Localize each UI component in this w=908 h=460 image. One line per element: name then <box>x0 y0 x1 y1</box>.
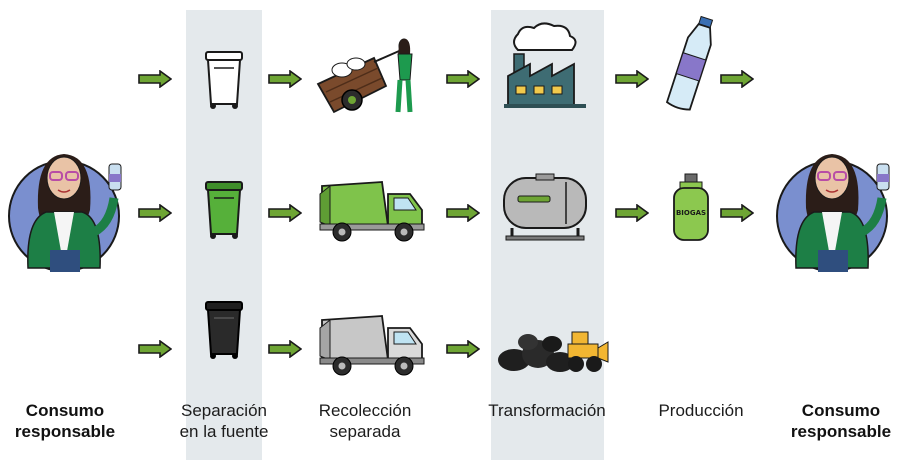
flow-arrow <box>138 70 172 88</box>
factory-icon <box>500 20 590 112</box>
plastic-bottle-icon <box>664 14 720 114</box>
flow-arrow <box>268 204 302 222</box>
flow-arrow <box>615 204 649 222</box>
label-transformacion: Transformación <box>472 400 622 421</box>
label-line: responsable <box>14 422 116 441</box>
label-line: Consumo <box>25 401 105 420</box>
flow-arrow <box>615 70 649 88</box>
landfill-bulldozer-icon <box>494 318 610 374</box>
label-line: Consumo <box>801 401 881 420</box>
label-line: responsable <box>790 422 892 441</box>
label-separacion: Separación en la fuente <box>160 400 288 442</box>
label-consumo-right: Consumo responsable <box>776 400 906 442</box>
label-line: Recolección <box>318 401 412 420</box>
label-consumo-left: Consumo responsable <box>0 400 130 442</box>
label-produccion: Producción <box>636 400 766 421</box>
green-trash-bin-icon <box>198 178 250 240</box>
label-line: Transformación <box>488 401 606 420</box>
label-recoleccion: Recolección separada <box>300 400 430 442</box>
label-line: en la fuente <box>179 422 269 441</box>
flow-arrow <box>138 204 172 222</box>
flow-arrow <box>446 204 480 222</box>
woman-with-trash-cart-icon <box>314 34 424 118</box>
biogas-cylinder-icon: BIOGAS <box>670 172 712 244</box>
label-line: Producción <box>658 401 744 420</box>
label-line: Separación <box>180 401 267 420</box>
flow-arrow <box>138 340 172 358</box>
flow-arrow <box>268 340 302 358</box>
flow-arrow <box>446 70 480 88</box>
flow-arrow <box>720 204 754 222</box>
biogas-text: BIOGAS <box>675 209 707 217</box>
green-garbage-truck-icon <box>316 176 428 244</box>
black-trash-bin-icon <box>198 298 250 360</box>
label-line: separada <box>329 422 401 441</box>
woman-holding-bottle-icon <box>774 128 898 278</box>
flow-arrow <box>268 70 302 88</box>
white-trash-bin-icon <box>198 48 250 110</box>
biodigester-tank-icon <box>498 172 592 242</box>
gray-garbage-truck-icon <box>316 310 428 378</box>
flow-arrow <box>446 340 480 358</box>
flow-arrow <box>720 70 754 88</box>
woman-holding-bottle-icon <box>6 128 130 278</box>
